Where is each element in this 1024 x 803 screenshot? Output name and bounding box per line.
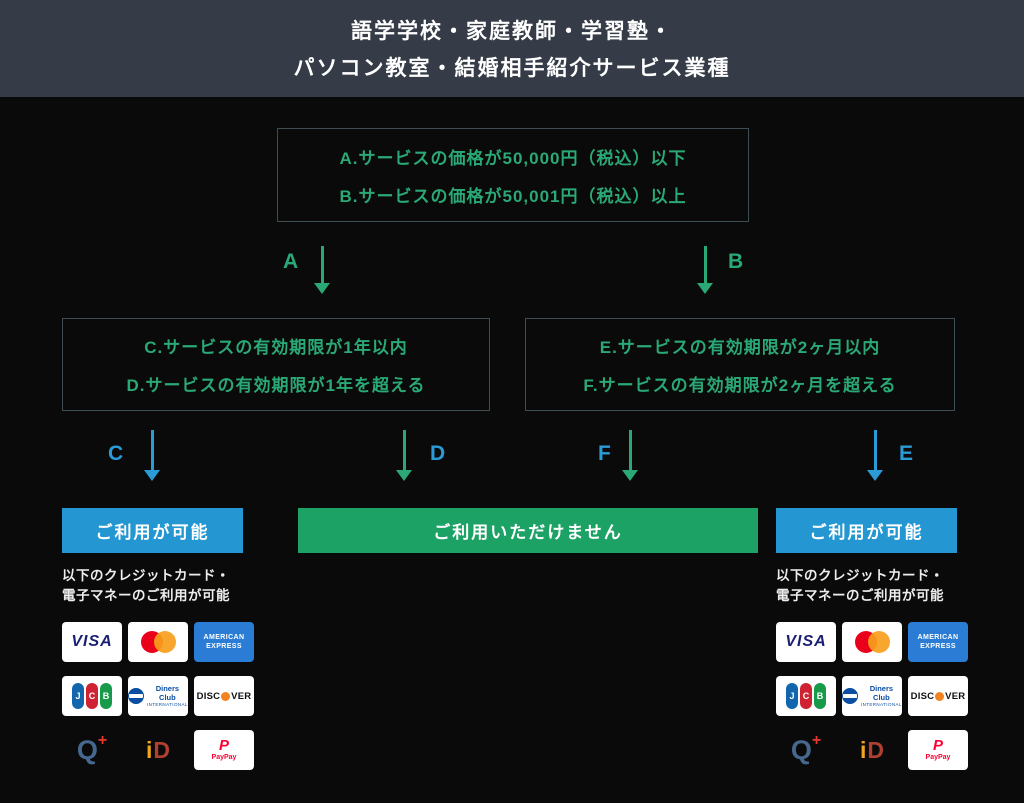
price-condition-box: A.サービスの価格が50,000円（税込）以下 B.サービスの価格が50,001… <box>277 128 749 222</box>
paypay-logo-icon: P PayPay <box>908 730 968 770</box>
payment-note-right: 以下のクレジットカード・ 電子マネーのご利用が可能 <box>776 566 944 606</box>
payment-note-left: 以下のクレジットカード・ 電子マネーのご利用が可能 <box>62 566 230 606</box>
mastercard-logo-icon <box>842 622 902 662</box>
arrow-f-icon <box>621 430 639 481</box>
title-line-2: パソコン教室・結婚相手紹介サービス業種 <box>293 57 731 80</box>
branch-label-a: A <box>283 250 299 273</box>
term-condition-box-right: E.サービスの有効期限が2ヶ月以内 F.サービスの有効期限が2ヶ月を超える <box>525 318 955 411</box>
page-title: 語学学校・家庭教師・学習塾・ パソコン教室・結婚相手紹介サービス業種 <box>0 0 1024 97</box>
note-line-2: 電子マネーのご利用が可能 <box>776 588 944 603</box>
id-logo-icon: i D <box>145 736 170 763</box>
condition-e-text: E.サービスの有効期限が2ヶ月以内 <box>599 338 881 357</box>
id-logo-icon: i D <box>859 736 884 763</box>
result-unavailable: ご利用いただけません <box>298 508 758 553</box>
diners-circle-icon <box>842 688 858 704</box>
branch-label-e: E <box>899 442 914 465</box>
american-express-logo-icon: AMERICAN EXPRESS <box>194 622 254 662</box>
arrow-a-icon <box>313 246 331 294</box>
result-available-left: ご利用が可能 <box>62 508 243 553</box>
jcb-logo-icon: J C B <box>62 676 122 716</box>
note-line-1: 以下のクレジットカード・ <box>776 568 944 583</box>
note-line-1: 以下のクレジットカード・ <box>62 568 230 583</box>
card-grid-left: VISA AMERICAN EXPRESS J C B Diners Club … <box>62 622 254 770</box>
jcb-logo-icon: J C B <box>776 676 836 716</box>
quicpay-logo-icon: Q + <box>790 732 822 765</box>
arrow-c-icon <box>143 430 161 481</box>
condition-b-text: B.サービスの価格が50,001円（税込）以上 <box>339 186 687 206</box>
paypay-logo-icon: P PayPay <box>194 730 254 770</box>
quicpay-logo-icon: Q + <box>76 732 108 765</box>
visa-logo-icon: VISA <box>776 622 836 662</box>
mastercard-logo-icon <box>128 622 188 662</box>
diners-circle-icon <box>128 688 144 704</box>
condition-d-text: D.サービスの有効期限が1年を超える <box>126 376 426 395</box>
result-available-right: ご利用が可能 <box>776 508 957 553</box>
condition-a-text: A.サービスの価格が50,000円（税込）以下 <box>339 148 687 168</box>
branch-label-c: C <box>108 442 124 465</box>
condition-c-text: C.サービスの有効期限が1年以内 <box>144 338 408 357</box>
diners-club-logo-icon: Diners Club INTERNATIONAL <box>128 676 188 716</box>
branch-label-d: D <box>430 442 446 465</box>
discover-o-icon: O <box>221 691 231 701</box>
visa-logo-icon: VISA <box>62 622 122 662</box>
discover-logo-icon: DISC O VER <box>194 676 254 716</box>
branch-label-b: B <box>728 250 744 273</box>
note-line-2: 電子マネーのご利用が可能 <box>62 588 230 603</box>
discover-logo-icon: DISC O VER <box>908 676 968 716</box>
discover-o-icon: O <box>935 691 945 701</box>
diners-club-logo-icon: Diners Club INTERNATIONAL <box>842 676 902 716</box>
arrow-b-icon <box>696 246 714 294</box>
term-condition-box-left: C.サービスの有効期限が1年以内 D.サービスの有効期限が1年を超える <box>62 318 490 411</box>
card-grid-right: VISA AMERICAN EXPRESS J C B Diners Club … <box>776 622 968 770</box>
american-express-logo-icon: AMERICAN EXPRESS <box>908 622 968 662</box>
branch-label-f: F <box>598 442 611 465</box>
arrow-e-icon <box>866 430 884 481</box>
title-line-1: 語学学校・家庭教師・学習塾・ <box>351 20 673 43</box>
condition-f-text: F.サービスの有効期限が2ヶ月を超える <box>583 376 897 395</box>
arrow-d-icon <box>395 430 413 481</box>
